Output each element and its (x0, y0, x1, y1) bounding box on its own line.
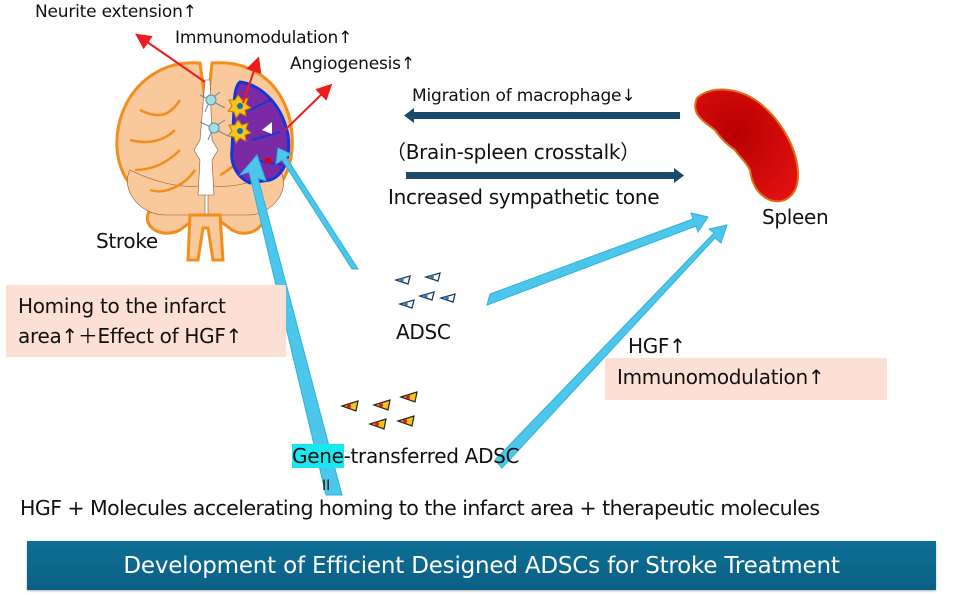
angiogenesis-arrow (284, 83, 333, 131)
gene-transferred-adsc-cells-icon (340, 391, 418, 430)
banner-title: Development of Efficient Designed ADSCs … (123, 552, 840, 579)
gene-adsc-to-spleen-arrow (494, 224, 728, 469)
neurite-extension-label: Neurite extension↑ (35, 2, 197, 22)
immunomodulation-spleen-box: Immunomodulation↑ (605, 358, 887, 400)
injection-site (265, 158, 271, 163)
stroke-label: Stroke (96, 229, 158, 253)
gene-highlight: Gene (292, 444, 344, 468)
macrophage-migration-label: Migration of macrophage↓ (412, 86, 636, 106)
spleen-label: Spleen (762, 205, 829, 229)
macrophage-migration-arrow (404, 108, 680, 123)
adsc-label: ADSC (396, 320, 451, 344)
gene-adsc-to-brain-arrow (238, 154, 343, 496)
immune-cell-icon (227, 119, 253, 145)
homing-effect-box: Homing to the infarct area↑＋Effect of HG… (6, 285, 286, 357)
immunomodulation-brain-label: Immunomodulation↑ (175, 28, 353, 48)
immune-cell-icon (227, 94, 253, 120)
gene-transferred-rest: -transferred ADSC (343, 444, 520, 468)
adsc-to-spleen-arrow (486, 212, 709, 306)
neuron-icon (199, 91, 226, 113)
homing-line-1: Homing to the infarct (18, 294, 226, 318)
sympathetic-tone-label: Increased sympathetic tone (388, 185, 660, 209)
immunomodulation-arrow (242, 56, 262, 104)
neurite-extension-arrow (135, 33, 206, 83)
spleen-illustration (694, 88, 800, 203)
brain-stem (186, 213, 225, 262)
adsc-cells-icon (393, 272, 456, 309)
immunomodulation-spleen-label: Immunomodulation↑ (617, 365, 825, 389)
homing-line-2: area↑＋Effect of HGF↑ (18, 324, 243, 348)
gene-transferred-adsc-label: Gene-transferred ADSC (292, 444, 520, 468)
molecules-description: HGF + Molecules accelerating homing to t… (20, 496, 820, 520)
angiogenesis-label: Angiogenesis↑ (290, 54, 415, 74)
sympathetic-tone-arrow (406, 168, 684, 183)
title-banner: Development of Efficient Designed ADSCs … (27, 541, 936, 590)
brain-illustration (115, 61, 294, 262)
neuron-icon (199, 119, 229, 141)
adsc-to-brain-arrow (275, 147, 359, 270)
equals-sign: II (322, 478, 331, 494)
hgf-up-label: HGF↑ (628, 334, 686, 358)
crosstalk-label: （Brain-spleen crosstalk） (386, 140, 640, 164)
